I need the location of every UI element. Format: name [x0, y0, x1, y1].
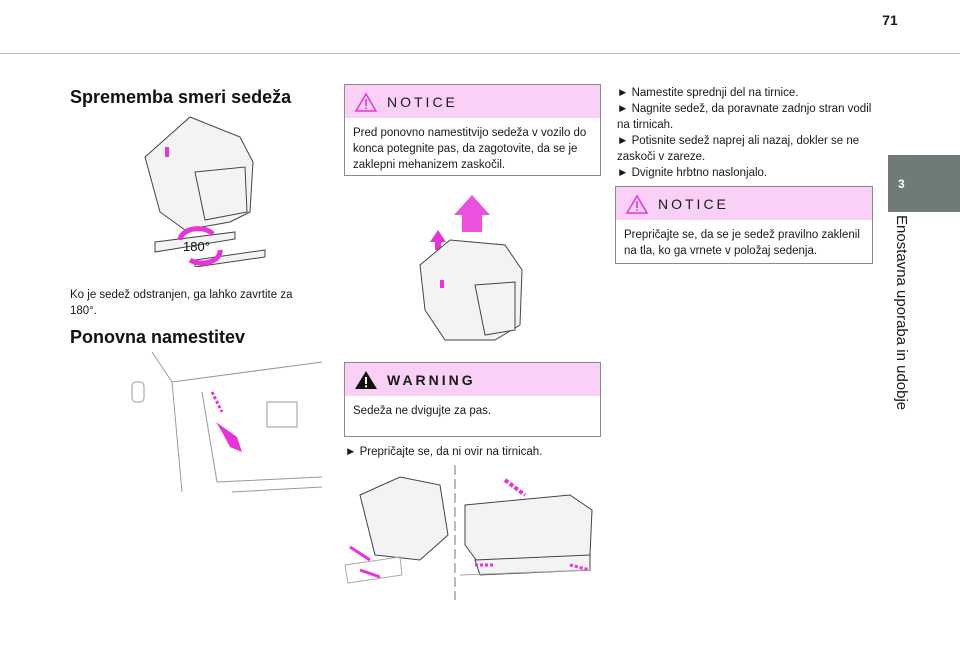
chapter-tab[interactable]: 3	[888, 155, 960, 212]
chapter-number: 3	[898, 177, 905, 191]
notice-text: Prepričajte se, da se je sedež pravilno …	[624, 229, 860, 257]
header-divider	[0, 53, 960, 54]
warning-box: WARNING Sedeža ne dvigujte za pas.	[344, 362, 601, 437]
notice-box-belt: NOTICE Pred ponovno namestitvijo sedeža …	[344, 84, 601, 176]
seat-lift-illustration	[419, 195, 523, 341]
warning-triangle-icon	[355, 370, 377, 389]
step-text: Nagnite sedež, da poravnate zadnjo stran…	[617, 103, 872, 131]
seat-rotation-illustration: 180°	[144, 116, 266, 267]
notice-text: Pred ponovno namestitvijo sedeža v vozil…	[353, 127, 587, 171]
heading-change-direction: Sprememba smeri sedeža	[70, 87, 292, 107]
chapter-title: Enostavna uporaba in udobje	[893, 215, 910, 411]
chapter-title-vertical: Enostavna uporaba in udobje	[888, 215, 918, 430]
seat-install-illustration	[344, 465, 593, 600]
warning-title: WARNING	[387, 371, 476, 388]
steps-list: ► Namestite sprednji del na tirnice. ► N…	[617, 85, 879, 181]
warning-triangle-icon	[355, 92, 377, 112]
warning-triangle-icon	[626, 194, 648, 214]
step-text: Prepričajte se, da ni ovir na tirnicah.	[359, 446, 543, 458]
rotation-label: 180°	[183, 239, 210, 254]
step-check-rails: ► Prepričajte se, da ni ovir na tirnicah…	[345, 446, 543, 458]
step-text: Dvignite hrbtno naslonjalo.	[631, 167, 768, 179]
notice-title: NOTICE	[387, 93, 458, 110]
step-item: ► Dvignite hrbtno naslonjalo.	[617, 167, 768, 179]
floor-rails-illustration	[131, 352, 323, 493]
step-item: ► Namestite sprednji del na tirnice.	[617, 87, 799, 99]
notice-box-locked: NOTICE Prepričajte se, da se je sedež pr…	[615, 186, 873, 264]
removed-seat-paragraph: Ko je sedež odstranjen, ga lahko zavrtit…	[70, 289, 293, 317]
step-text: Namestite sprednji del na tirnice.	[631, 87, 799, 99]
notice-title: NOTICE	[658, 195, 729, 212]
step-text: Potisnite sedež naprej ali nazaj, dokler…	[617, 135, 860, 163]
heading-reinstallation: Ponovna namestitev	[70, 327, 246, 347]
page-number: 71	[882, 12, 898, 28]
step-item: ► Potisnite sedež naprej ali nazaj, dokl…	[617, 135, 860, 163]
warning-text: Sedeža ne dvigujte za pas.	[353, 405, 492, 417]
step-item: ► Nagnite sedež, da poravnate zadnjo str…	[617, 103, 872, 131]
